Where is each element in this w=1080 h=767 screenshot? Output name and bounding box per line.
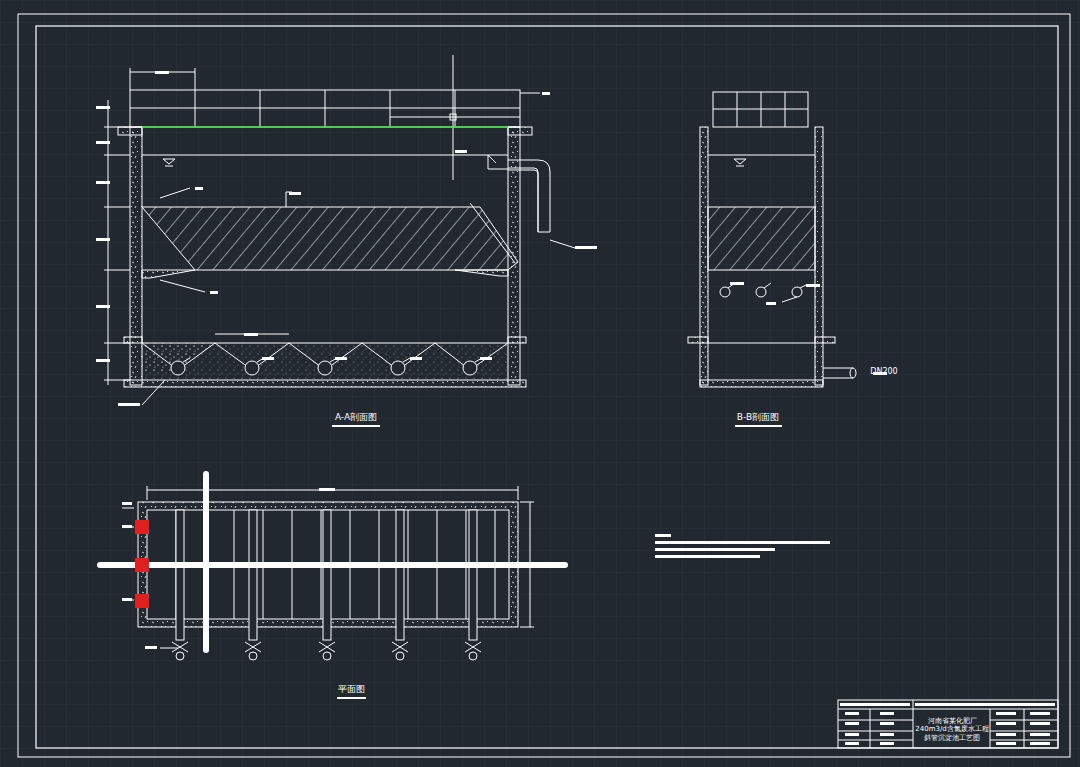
view-label: A-A剖面图 xyxy=(335,412,377,422)
cad-line xyxy=(455,150,467,153)
cad-line xyxy=(245,361,259,375)
cad-line xyxy=(122,502,132,505)
cad-line xyxy=(335,357,347,360)
cad-line xyxy=(480,357,492,360)
cad-line xyxy=(155,71,169,74)
cad-line xyxy=(96,238,110,241)
cad-line xyxy=(122,525,132,528)
title-block-text: 河南省某化肥厂240m3/d含氮废水工程斜管沉淀池工艺图 xyxy=(915,717,989,741)
cad-line xyxy=(575,246,597,249)
cad-line xyxy=(542,92,550,95)
cad-line xyxy=(96,305,110,308)
cad-line xyxy=(96,359,110,362)
cad-line xyxy=(469,652,477,660)
cad-line xyxy=(845,722,859,725)
cad-line xyxy=(410,357,422,360)
cad-line xyxy=(880,742,894,745)
cad-line xyxy=(880,733,894,736)
cad-line xyxy=(840,703,910,706)
cad-line xyxy=(96,181,110,184)
cad-line xyxy=(730,282,744,285)
cad-line xyxy=(465,642,481,652)
cad-line xyxy=(122,563,132,566)
view-label: B-B剖面图 xyxy=(737,412,779,422)
cad-line xyxy=(396,510,404,640)
cad-line xyxy=(96,106,110,109)
cad-line xyxy=(262,357,274,360)
cad-line xyxy=(122,598,132,601)
cad-line xyxy=(403,358,410,362)
cad-line xyxy=(996,742,1016,745)
cad-line xyxy=(996,722,1016,725)
cad-line xyxy=(915,703,1055,706)
cad-line xyxy=(323,510,331,640)
cad-line xyxy=(845,742,859,745)
cad-line xyxy=(245,642,261,652)
cad-line xyxy=(1030,742,1050,745)
cad-line xyxy=(176,652,184,660)
cad-line xyxy=(319,642,335,652)
cad-line xyxy=(96,141,110,144)
cad-line xyxy=(244,333,258,336)
cad-line xyxy=(766,302,776,305)
cad-line xyxy=(249,652,257,660)
cad-line xyxy=(880,722,894,725)
cad-line xyxy=(996,733,1016,736)
cad-line xyxy=(183,358,190,362)
cad-line xyxy=(319,488,335,491)
cad-line xyxy=(145,646,157,649)
cad-line xyxy=(392,642,408,652)
cad-line xyxy=(289,192,301,195)
cad-line xyxy=(249,510,257,640)
view-label: 平面图 xyxy=(338,684,365,694)
cad-line xyxy=(391,361,405,375)
cad-line xyxy=(318,361,332,375)
cad-line xyxy=(880,712,894,715)
cad-line xyxy=(845,733,859,736)
cad-line xyxy=(323,652,331,660)
cad-line xyxy=(1030,733,1050,736)
cad-line xyxy=(171,361,185,375)
cad-line xyxy=(845,712,859,715)
cad-line xyxy=(195,187,203,190)
cad-line xyxy=(118,403,140,406)
cad-line xyxy=(176,510,184,640)
cad-line xyxy=(469,510,477,640)
cad-line xyxy=(1030,722,1050,725)
cad-line xyxy=(806,284,820,287)
view-label: DN200 xyxy=(870,367,897,376)
cad-line xyxy=(996,712,1016,715)
cad-line xyxy=(1030,712,1050,715)
cad-line xyxy=(172,642,188,652)
cad-line xyxy=(210,291,218,294)
cad-line xyxy=(396,652,404,660)
cad-line xyxy=(463,361,477,375)
